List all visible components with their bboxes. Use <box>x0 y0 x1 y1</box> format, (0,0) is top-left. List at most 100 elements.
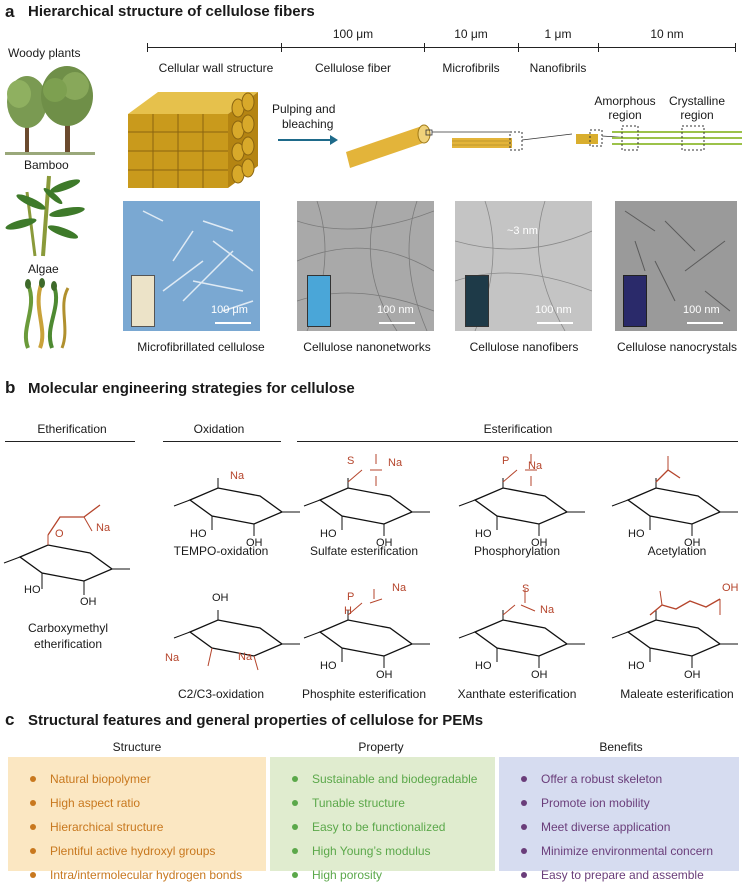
cell-wall-block-diagram <box>128 92 258 188</box>
trees-icon <box>5 66 95 155</box>
caption-nanocrystals: Cellulose nanocrystals <box>616 340 738 354</box>
atom-ho-phosphate: HO <box>475 528 492 540</box>
structure-box: Natural biopolymer High aspect ratio Hie… <box>8 757 266 882</box>
property-box: Sustainable and biodegradable Tunable st… <box>270 757 495 882</box>
atom-oh-phosphate: OH <box>531 537 548 549</box>
label-maleate: Maleate esterification <box>620 687 734 701</box>
atom-oh-acetyl: OH <box>684 537 701 549</box>
substituent-phosphite <box>347 589 383 616</box>
list-item: Hierarchical structure <box>30 815 266 839</box>
list-item: Plentiful active hydroxyl groups <box>30 839 266 863</box>
level-cellulose-fiber: Cellulose fiber <box>314 61 392 75</box>
atom-ho-maleate: HO <box>628 660 645 672</box>
column-header-structure: Structure <box>112 740 162 754</box>
micrograph-mfc: 100 μm <box>123 201 260 331</box>
atom-na-phosphite: Na <box>392 582 407 594</box>
scale-label-10um: 10 μm <box>454 27 488 41</box>
atom-na-c2c3-b: Na <box>238 651 253 663</box>
scale-label-100um: 100 μm <box>332 27 374 41</box>
scale-label-1um: 1 μm <box>544 27 572 41</box>
substituent-xanthate <box>502 589 536 616</box>
level-nanofibrils: Nanofibrils <box>529 61 587 75</box>
bamboo-icon <box>5 175 85 257</box>
atom-ho-1: HO <box>24 584 41 596</box>
level-microfibrils: Microfibrils <box>442 61 500 75</box>
atom-p-phosphate: P <box>502 455 510 467</box>
atom-ho-xanthate: HO <box>475 660 492 672</box>
column-header-benefits: Benefits <box>599 740 643 754</box>
panel-b-title: Molecular engineering strategies for cel… <box>28 380 355 397</box>
process-label-line2: bleaching <box>282 117 334 131</box>
atom-o-carboxymethyl: O <box>55 528 64 540</box>
list-item: Natural biopolymer <box>30 767 266 791</box>
ring-sulfate <box>303 478 430 536</box>
header-oxidation: Oxidation <box>193 422 245 436</box>
ring-c2c3 <box>173 610 300 671</box>
atom-ho-tempo: HO <box>190 528 207 540</box>
panel-a-title: Hierarchical structure of cellulose fibe… <box>28 3 315 20</box>
caption-nanonetworks: Cellulose nanonetworks <box>303 340 431 354</box>
atom-ho-sulfate: HO <box>320 528 337 540</box>
list-item: High Young’s modulus <box>292 839 495 863</box>
ring-acetylation <box>611 478 738 536</box>
substituent-carboxymethyl <box>47 504 101 536</box>
scale-text-nanocrystals: 100 nm <box>683 304 720 316</box>
atom-oh-1: OH <box>80 596 97 608</box>
label-phosphorylation: Phosphorylation <box>473 544 561 558</box>
atom-na-tempo: Na <box>230 470 245 482</box>
amorphous-label-2: region <box>608 108 642 122</box>
substituent-maleate <box>649 590 721 616</box>
crystalline-label-2: region <box>680 108 714 122</box>
panel-a-letter: a <box>5 2 15 21</box>
panel-c-title: Structural features and general properti… <box>28 712 484 729</box>
panel-b-letter: b <box>5 378 16 397</box>
process-arrow-icon <box>278 135 338 145</box>
atom-oh-maleate: OH <box>684 669 701 681</box>
list-item: High aspect ratio <box>30 791 266 815</box>
crystalline-label-1: Crystalline <box>668 94 726 108</box>
ring-phosphite <box>303 610 430 668</box>
micrograph-nanocrystals: 100 nm <box>615 201 737 331</box>
benefits-box: Offer a robust skeleton Promote ion mobi… <box>499 757 739 882</box>
ring-maleate <box>611 610 738 668</box>
atom-ho-phosphite: HO <box>320 660 337 672</box>
label-sulfate: Sulfate esterification <box>309 544 419 558</box>
label-acetylation: Acetylation <box>647 544 707 558</box>
atom-oh-phosphite: OH <box>376 669 393 681</box>
list-item: High porosity <box>292 863 495 887</box>
atom-na-phosphate: Na <box>528 460 543 472</box>
atom-oh-sulfate: OH <box>376 537 393 549</box>
header-etherification: Etherification <box>37 422 107 436</box>
substituent-phosphate <box>502 454 537 486</box>
list-item: Easy to be functionalized <box>292 815 495 839</box>
list-item: Intra/intermolecular hydrogen bonds <box>30 863 266 887</box>
scale-text-mfc: 100 μm <box>211 304 248 316</box>
annotation-3nm: ~3 nm <box>507 225 538 237</box>
ring-phosphorylation <box>458 478 585 536</box>
list-item: Meet diverse application <box>521 815 739 839</box>
ring-carboxymethyl <box>3 535 130 595</box>
column-header-property: Property <box>358 740 404 754</box>
atom-oh-xanthate: OH <box>531 669 548 681</box>
source-bamboo: Bamboo <box>24 158 69 172</box>
label-carboxymethyl-1: Carboxymethyl <box>27 621 109 635</box>
atom-s-sulfate: S <box>347 455 355 467</box>
micrograph-nanofibers: ~3 nm 100 nm <box>455 201 592 331</box>
list-item: Promote ion mobility <box>521 791 739 815</box>
atom-ho-acetyl: HO <box>628 528 645 540</box>
level-cell-wall: Cellular wall structure <box>158 61 274 75</box>
list-item: Offer a robust skeleton <box>521 767 739 791</box>
caption-nanofibers: Cellulose nanofibers <box>469 340 579 354</box>
atom-oh-maleate-acid: OH <box>722 582 739 594</box>
scale-label-10nm: 10 nm <box>650 27 684 41</box>
process-label-line1: Pulping and <box>272 102 336 116</box>
algae-icon <box>23 278 70 349</box>
atom-na-c2c3: Na <box>165 652 180 664</box>
ring-xanthate <box>458 610 585 668</box>
list-item: Easy to prepare and assemble <box>521 863 739 887</box>
atom-oh-tempo: OH <box>246 537 263 549</box>
atom-p-phosphite: P <box>347 591 355 603</box>
substituent-acetyl <box>655 456 681 483</box>
label-tempo: TEMPO-oxidation <box>173 544 269 558</box>
scale-text-nanonetworks: 100 nm <box>377 304 414 316</box>
